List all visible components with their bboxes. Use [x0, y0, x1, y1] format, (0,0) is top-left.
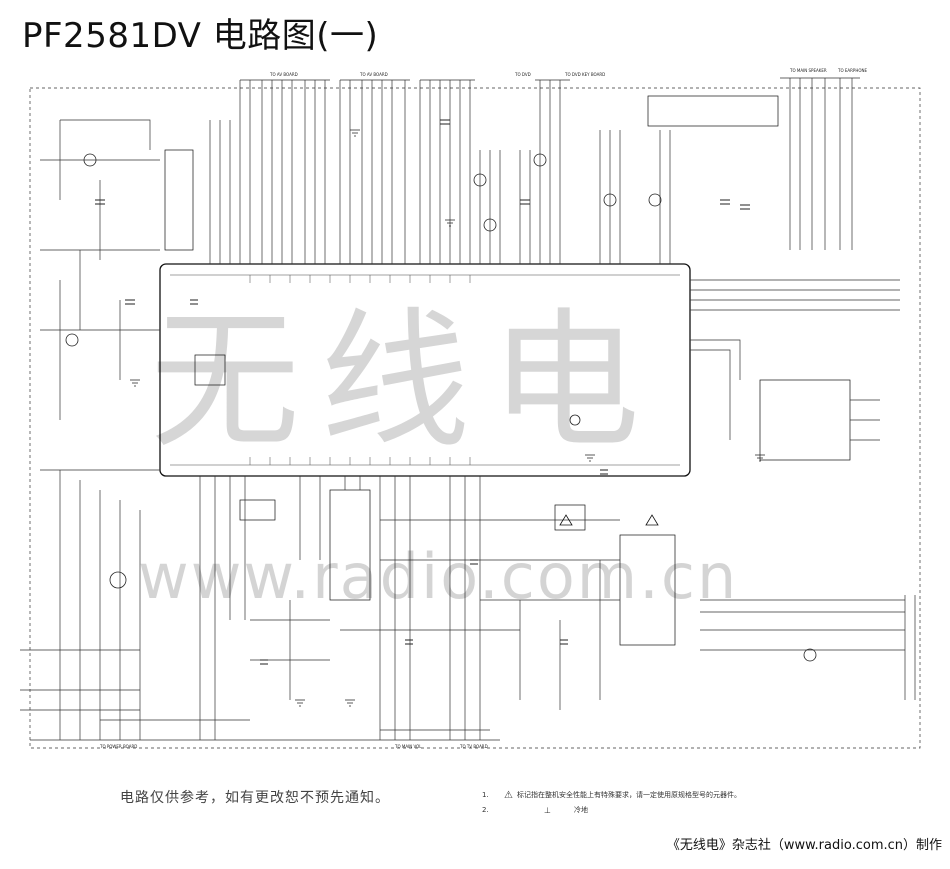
page-title: PF2581DV 电路图(一) — [22, 16, 379, 56]
legend-row-safety: 1. ⚠ 标记指在整机安全性能上有特殊要求，请一定使用原规格型号的元器件。 — [482, 788, 741, 803]
connector-label: TO DVD — [514, 72, 531, 77]
legend-row-ground: 2. ⊥ 冷地 — [482, 803, 741, 818]
connector-label: TO TV BOARD — [459, 744, 488, 749]
connector-label: TO DVD KEY BOARD — [564, 72, 605, 77]
watermark-chinese: 无线电 — [150, 295, 661, 469]
legend-number: 2. — [482, 806, 489, 814]
connector-label: TO MAIN VOL — [394, 744, 422, 749]
connector-label: TO AV BOARD — [359, 72, 388, 77]
watermark-url: www.radio.com.cn — [138, 540, 739, 613]
publisher-credit: 《无线电》杂志社（www.radio.com.cn）制作 — [666, 838, 942, 853]
legend-number: 1. — [482, 791, 489, 799]
warning-icon: ⚠ — [504, 790, 513, 801]
ground-icon: ⊥ — [544, 806, 551, 815]
connector-label: TO MAIN SPEAKER — [789, 68, 827, 73]
connector-label: TO POWER BOARD — [99, 744, 137, 749]
connector-label: TO EARPHONE — [837, 68, 867, 73]
disclaimer-note: 电路仅供参考，如有更改恕不预先通知。 — [120, 790, 390, 806]
legend: 1. ⚠ 标记指在整机安全性能上有特殊要求，请一定使用原规格型号的元器件。 2.… — [482, 788, 741, 818]
legend-text: 标记指在整机安全性能上有特殊要求，请一定使用原规格型号的元器件。 — [516, 791, 741, 799]
connector-label: TO AV BOARD — [269, 72, 298, 77]
circuit-schematic: TO AV BOARD TO AV BOARD TO DVD TO DVD KE… — [20, 68, 921, 749]
legend-text: 冷地 — [574, 806, 588, 814]
